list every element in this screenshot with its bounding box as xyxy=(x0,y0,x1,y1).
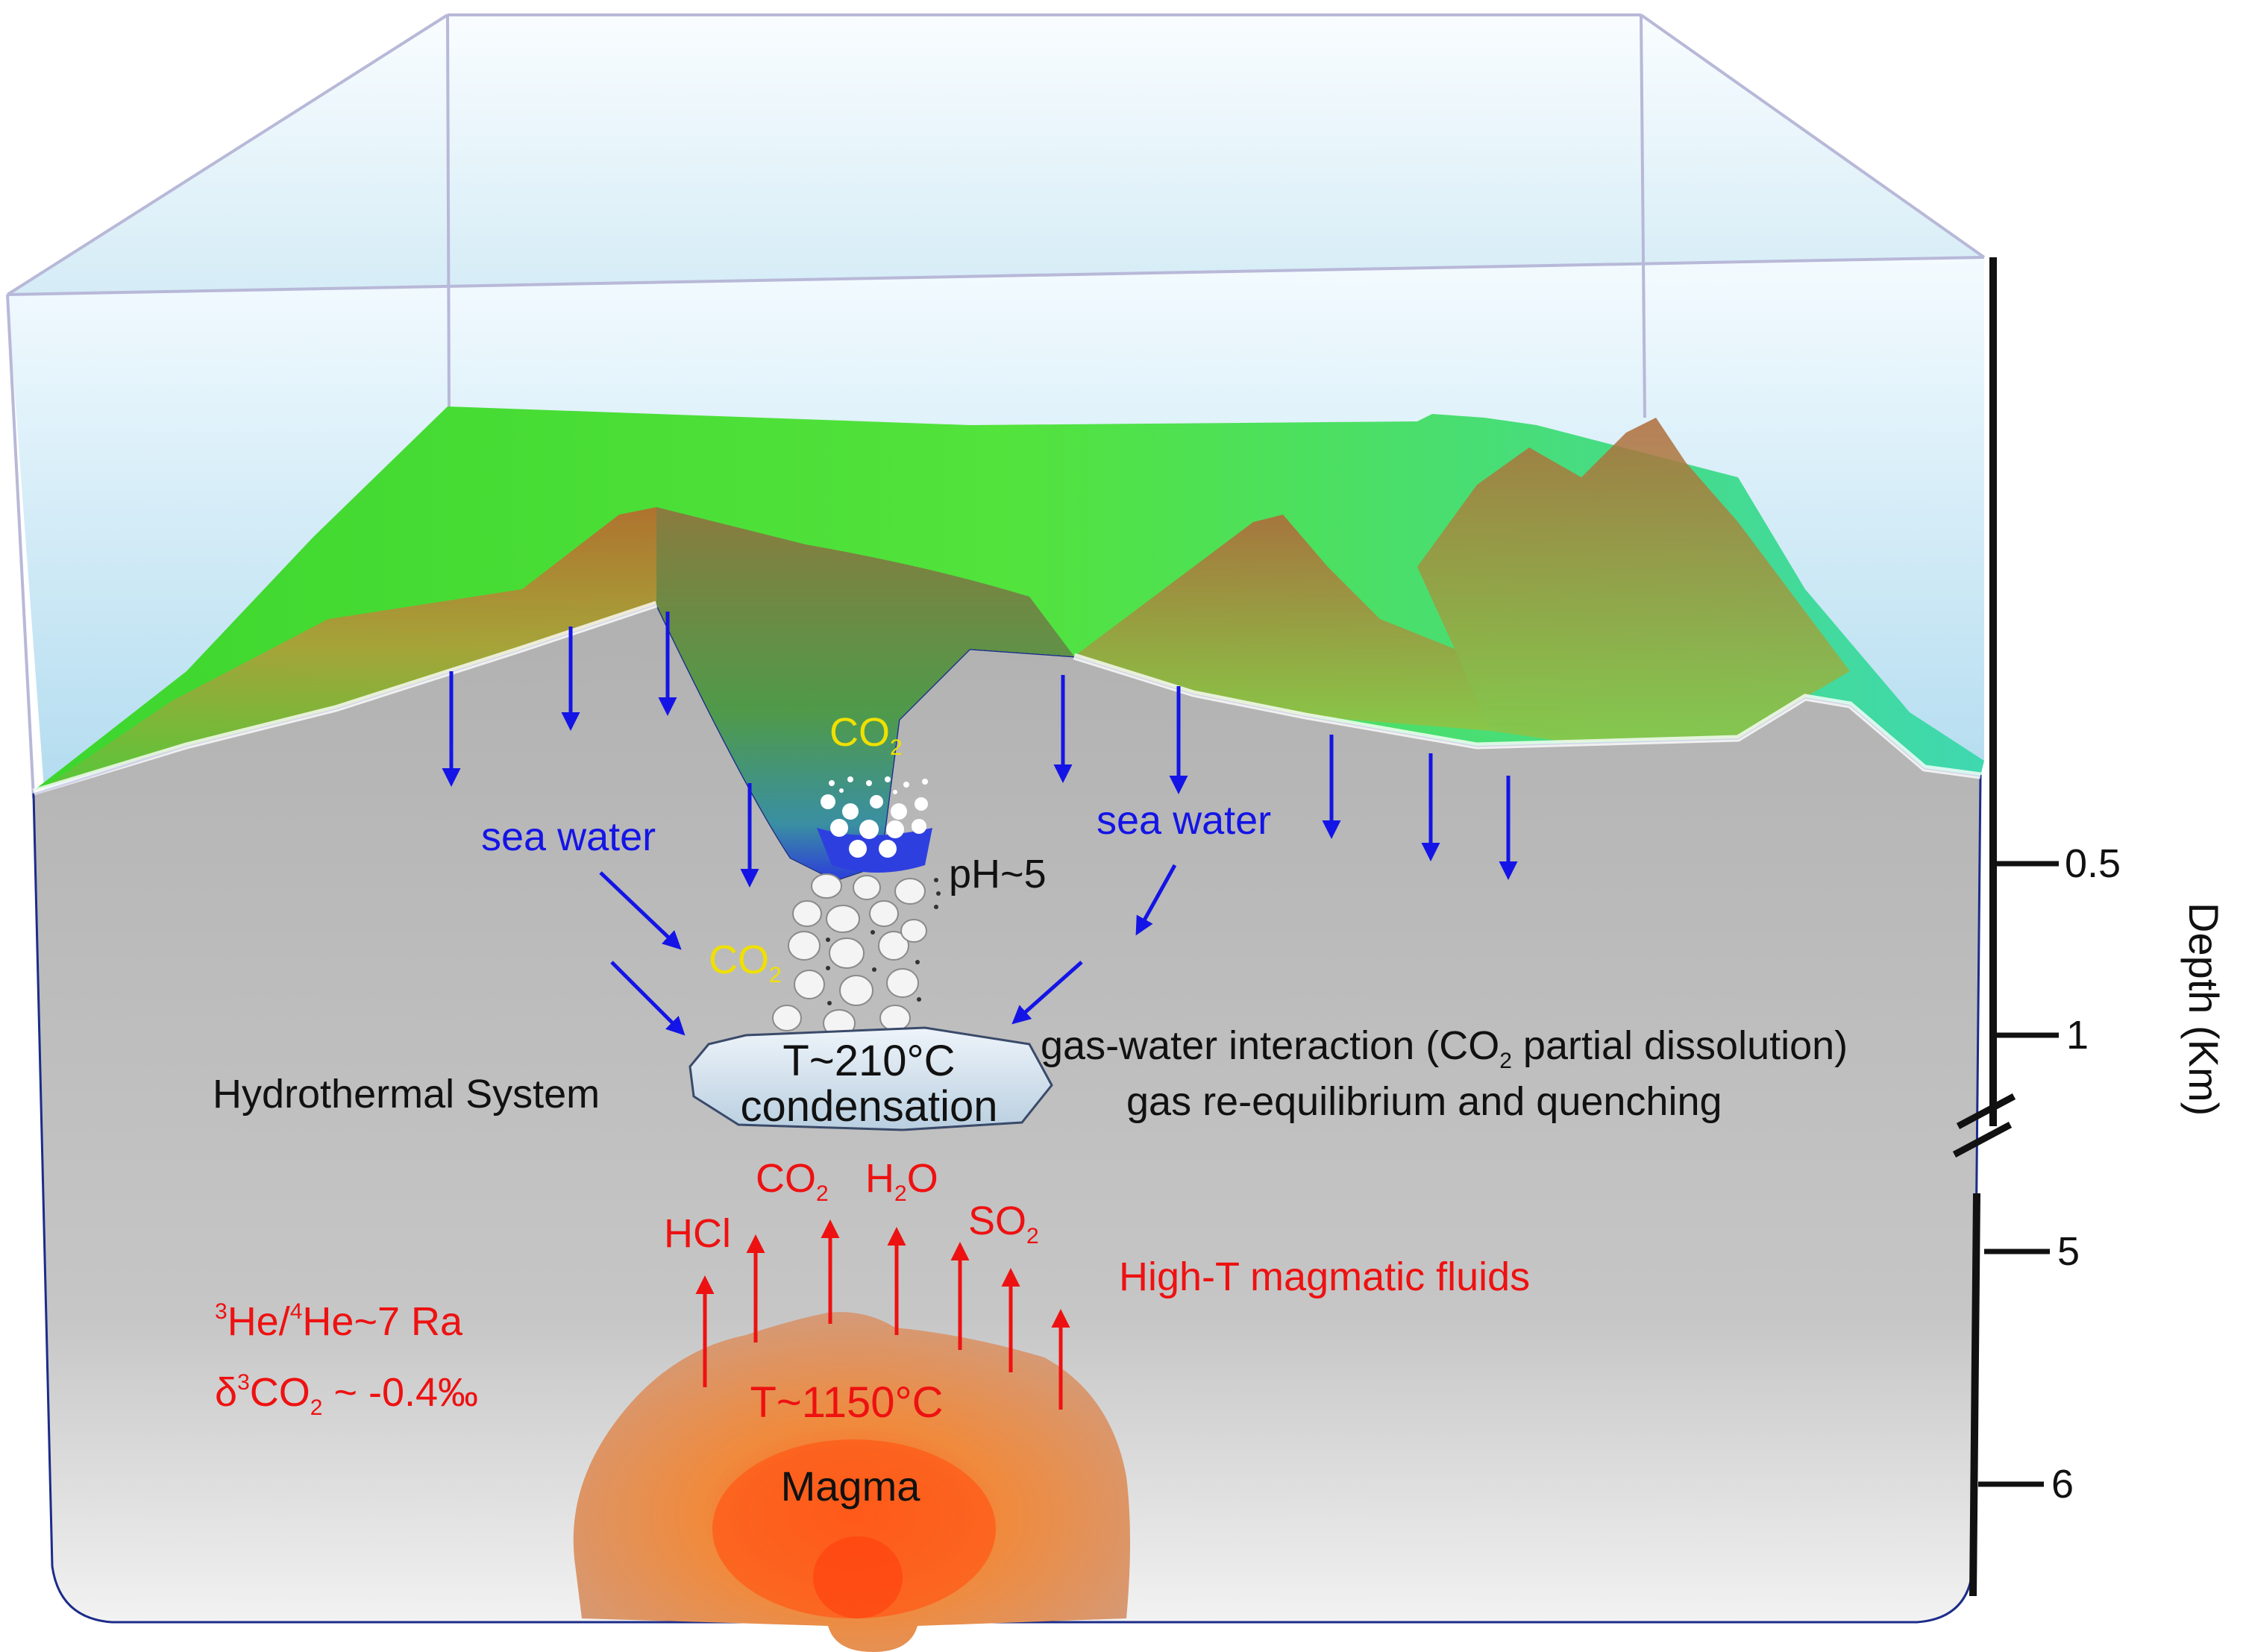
seafloor-ridge-left xyxy=(45,507,671,787)
magmatic-fluid-arrows xyxy=(695,1219,1070,1410)
seawater-downflow-arrows xyxy=(442,612,1518,888)
label-sea-water-right: sea water xyxy=(1097,798,1271,843)
depth-tick-label-6: 6 xyxy=(2051,1462,2074,1507)
seafloor-topography xyxy=(32,406,1984,880)
tank-edges xyxy=(6,13,1986,799)
label-high-t-fluids: High-T magmatic fluids xyxy=(1119,1254,1530,1299)
seafloor-edge xyxy=(32,600,1981,796)
label-re-equilibrium: gas re-equilibrium and quenching xyxy=(1126,1079,1722,1124)
label-co2-gas: CO2 xyxy=(756,1156,829,1206)
depth-tick-label-5: 5 xyxy=(2057,1229,2080,1274)
label-condensation: condensation xyxy=(740,1082,997,1131)
label-gas-water-interaction: gas-water interaction (CO2 partial disso… xyxy=(1041,1023,1848,1073)
label-magma: Magma xyxy=(781,1463,921,1510)
labels: CO2 sea water sea water pH~5 CO2 T~210°C… xyxy=(213,710,2227,1510)
seawater-inflow-arrows xyxy=(599,864,1177,1036)
depth-tick-label-0-5: 0.5 xyxy=(2065,841,2121,886)
crater-floor-water xyxy=(817,828,932,873)
magma-core xyxy=(712,1439,996,1618)
label-delta-co2: δ3CO2 ~ -0.4‰ xyxy=(215,1370,478,1420)
label-hcl: HCl xyxy=(664,1211,731,1256)
depth-axis-line-lower xyxy=(1969,1193,1980,1597)
label-co2-mid: CO2 xyxy=(709,938,782,987)
label-helium-ratio: 3He/4He~7 Ra xyxy=(215,1299,463,1344)
magma-core-center xyxy=(813,1536,903,1618)
inflow-arrow-right-2 xyxy=(1011,961,1083,1025)
depth-axis-title: Depth (Km) xyxy=(2180,902,2227,1116)
inflow-arrow-left-1 xyxy=(599,871,682,950)
label-temp-magma: T~1150°C xyxy=(750,1378,943,1427)
depth-axis-break-2 xyxy=(1952,1122,2013,1158)
label-co2-crater: CO2 xyxy=(829,710,903,760)
depth-axis-break-1 xyxy=(1956,1093,2016,1129)
condensation-reservoir xyxy=(688,1026,1053,1131)
crater-wall xyxy=(656,507,1074,880)
label-sea-water-left: sea water xyxy=(481,814,656,859)
inflow-arrow-right-1 xyxy=(1135,864,1177,936)
seafloor-mountains-right xyxy=(1417,418,1850,742)
depth-tick-label-1: 1 xyxy=(2066,1013,2089,1058)
label-temp-reservoir: T~210°C xyxy=(782,1037,955,1085)
crater-bubbles xyxy=(821,776,928,858)
tank-back-wall xyxy=(7,15,1984,295)
label-hydrothermal-system: Hydrothermal System xyxy=(213,1072,600,1116)
seafloor-mountain-center xyxy=(1074,515,1492,731)
rising-gas-bubbles xyxy=(772,873,927,1037)
inflow-arrow-left-2 xyxy=(610,961,686,1036)
label-ph: pH~5 xyxy=(949,852,1047,896)
depth-axis xyxy=(1952,257,2059,1597)
label-so2: SO2 xyxy=(968,1199,1039,1249)
label-h2o: H2O xyxy=(865,1156,938,1206)
